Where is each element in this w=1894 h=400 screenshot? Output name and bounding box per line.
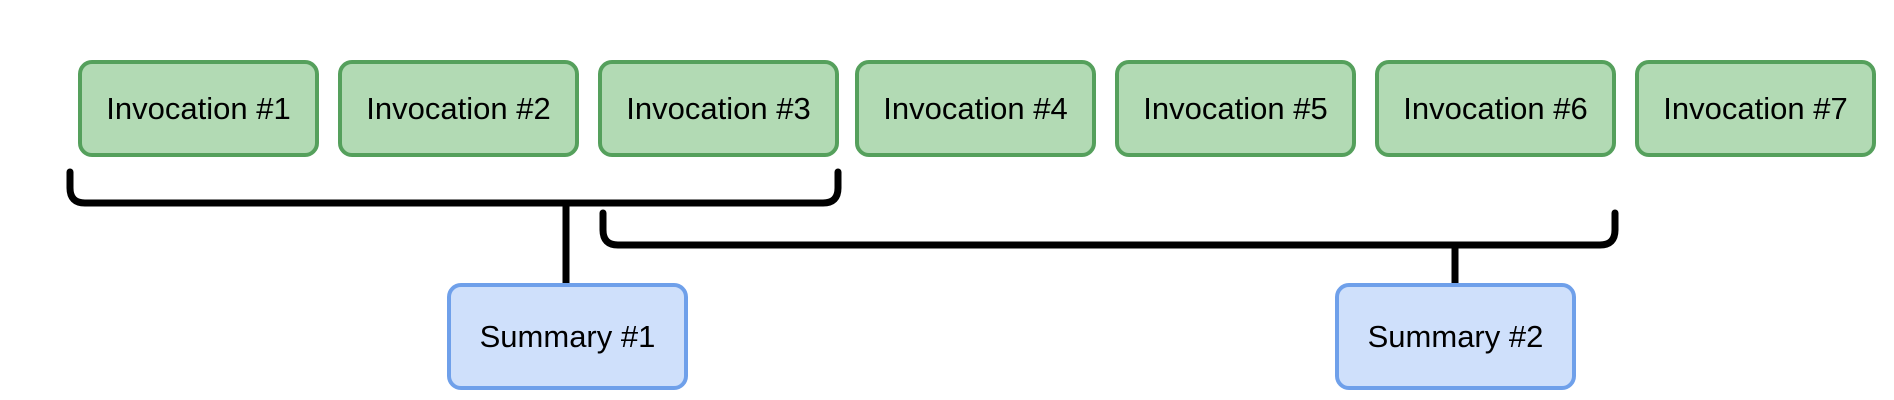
node-summary-1[interactable]: Summary #1 — [447, 283, 688, 390]
node-invocation-1[interactable]: Invocation #1 — [78, 60, 319, 157]
node-invocation-5[interactable]: Invocation #5 — [1115, 60, 1356, 157]
node-summary-1-label: Summary #1 — [479, 319, 656, 354]
node-invocation-2-label: Invocation #2 — [366, 91, 551, 126]
brace-group-1 — [66, 168, 842, 207]
node-invocation-6[interactable]: Invocation #6 — [1375, 60, 1616, 157]
node-invocation-7[interactable]: Invocation #7 — [1635, 60, 1876, 157]
node-summary-2-label: Summary #2 — [1367, 319, 1544, 354]
node-invocation-4-label: Invocation #4 — [883, 91, 1068, 126]
brace-group-2 — [599, 209, 1619, 249]
node-invocation-3-label: Invocation #3 — [626, 91, 811, 126]
node-summary-2[interactable]: Summary #2 — [1335, 283, 1576, 390]
node-invocation-6-label: Invocation #6 — [1403, 91, 1588, 126]
node-invocation-4[interactable]: Invocation #4 — [855, 60, 1096, 157]
node-invocation-5-label: Invocation #5 — [1143, 91, 1328, 126]
node-invocation-1-label: Invocation #1 — [106, 91, 291, 126]
node-invocation-3[interactable]: Invocation #3 — [598, 60, 839, 157]
node-invocation-2[interactable]: Invocation #2 — [338, 60, 579, 157]
node-invocation-7-label: Invocation #7 — [1663, 91, 1848, 126]
